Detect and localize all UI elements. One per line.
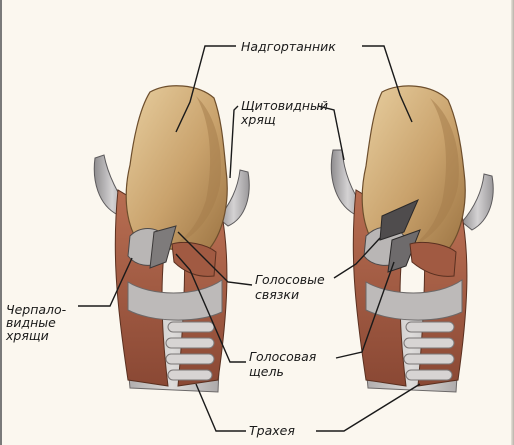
- label-epiglottis-text: Надгортанник: [241, 40, 336, 53]
- right-thyroid-horn-2: [462, 174, 493, 230]
- muscle-band-right: [410, 242, 456, 276]
- label-vocal-cords-line2: связки: [255, 287, 325, 302]
- label-arytenoid-line3: хрящи: [6, 329, 66, 342]
- label-glottis-line1: Голосовая: [249, 349, 316, 364]
- label-glottis-line2: щель: [249, 364, 316, 379]
- label-thyroid-line2: хрящ: [241, 113, 328, 127]
- label-thyroid-line1: Щитовидный: [241, 99, 328, 113]
- label-trachea-text: Трахея: [249, 424, 295, 437]
- label-epiglottis: Надгортанник: [241, 40, 336, 53]
- right-larynx: [331, 86, 493, 392]
- leader-trachea-right: [316, 384, 420, 431]
- label-thyroid-cartilage: Щитовидный хрящ: [241, 99, 328, 127]
- label-vocal-cords-line1: Голосовые: [255, 272, 325, 287]
- leader-thyroid-left: [230, 106, 238, 178]
- label-glottis: Голосовая щель: [249, 349, 316, 379]
- label-trachea: Трахея: [249, 424, 295, 437]
- label-arytenoid-cartilages: Черпало- видные хрящи: [6, 303, 66, 342]
- left-larynx: [94, 86, 249, 392]
- label-vocal-cords: Голосовые связки: [255, 272, 325, 302]
